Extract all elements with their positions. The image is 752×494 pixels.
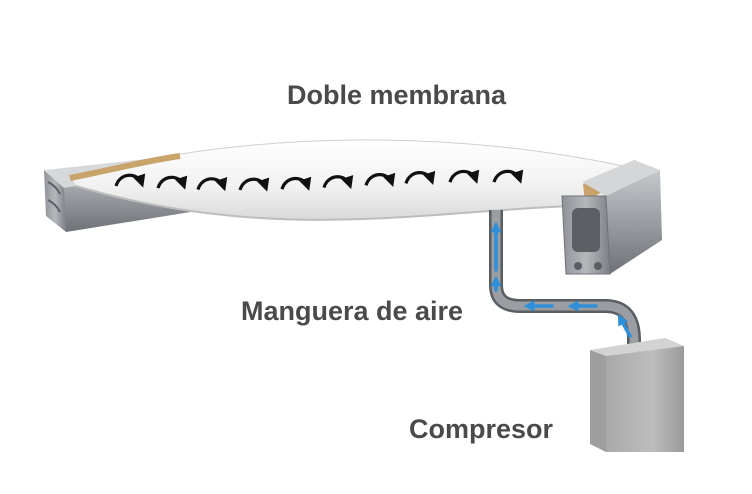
membrane-label: Doble membrana — [287, 80, 507, 110]
curved-arrow-icon — [404, 170, 436, 186]
compressor-top — [590, 338, 684, 356]
right-rail — [561, 160, 662, 275]
left-rail-end — [44, 170, 66, 232]
compressor-front — [606, 346, 684, 452]
curved-arrow-icon — [364, 172, 396, 188]
membrane-left-bead — [69, 153, 181, 181]
curved-arrow-icon — [114, 173, 146, 188]
compressor-box — [590, 338, 684, 452]
curved-arrow-icon — [492, 169, 524, 184]
compressor-left-face — [590, 350, 606, 452]
air-hose — [489, 210, 641, 352]
curved-arrow-icon — [322, 174, 354, 190]
right-rail-groove-a — [574, 262, 582, 270]
right-rail-side — [606, 170, 662, 274]
curved-arrow-icon — [280, 176, 312, 191]
right-rail-channel — [572, 208, 600, 252]
hose-label: Manguera de aire — [241, 296, 464, 326]
curved-arrow-icon — [448, 169, 480, 184]
curved-arrow-icon — [238, 177, 270, 192]
compressor-label: Compresor — [409, 414, 554, 444]
right-rail-top — [582, 160, 660, 196]
left-rail-profile — [47, 181, 61, 213]
arrow-icon — [617, 314, 632, 338]
airflow-arrows — [114, 169, 524, 192]
curved-arrow-icon — [156, 175, 188, 190]
curved-arrow-icon — [196, 177, 228, 192]
hose-body — [491, 210, 639, 352]
hose-flow-arrows — [490, 221, 632, 338]
right-rail-groove-b — [594, 262, 602, 270]
